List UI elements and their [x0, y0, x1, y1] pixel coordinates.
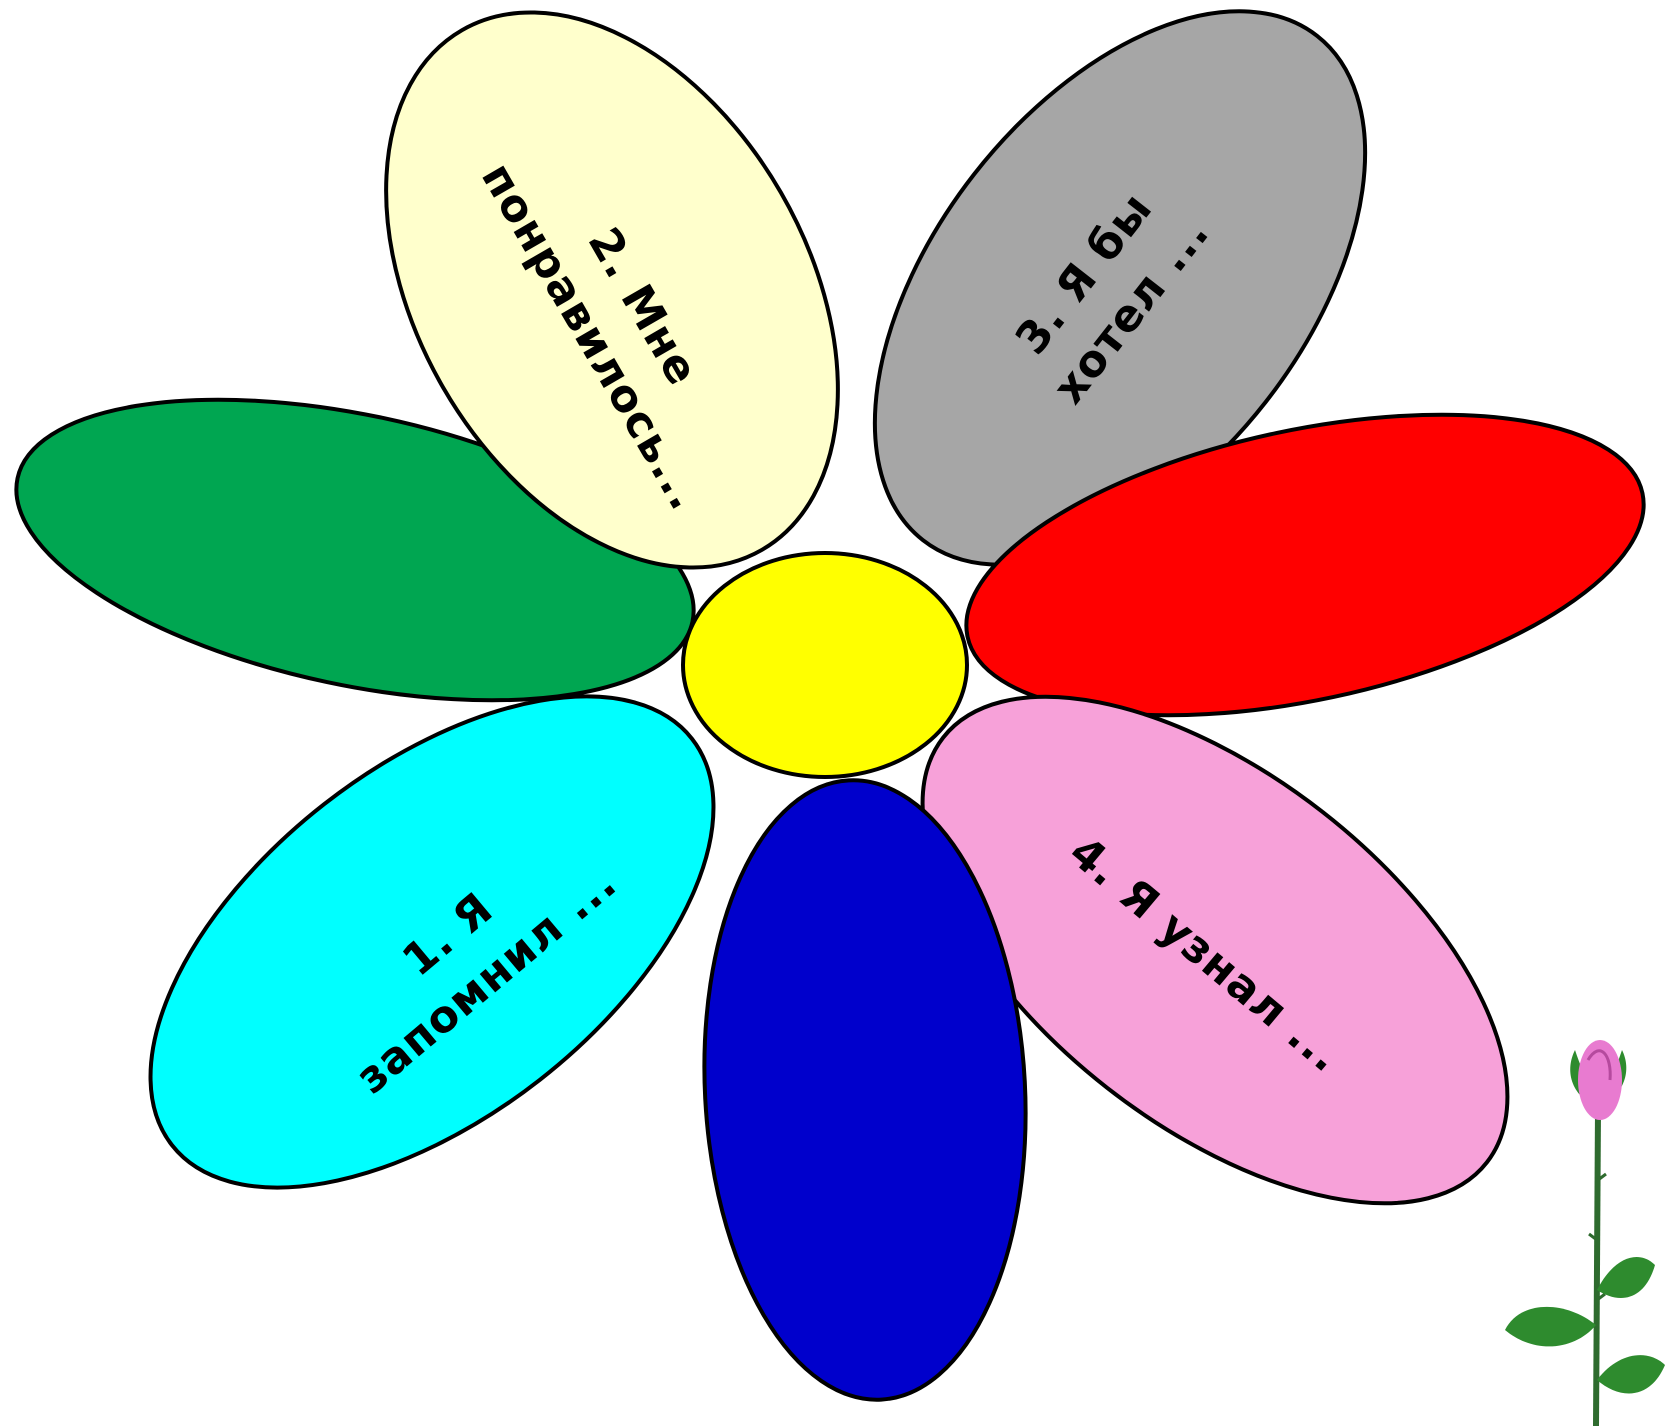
rose-icon — [1505, 1040, 1665, 1426]
flower-center — [683, 553, 967, 777]
